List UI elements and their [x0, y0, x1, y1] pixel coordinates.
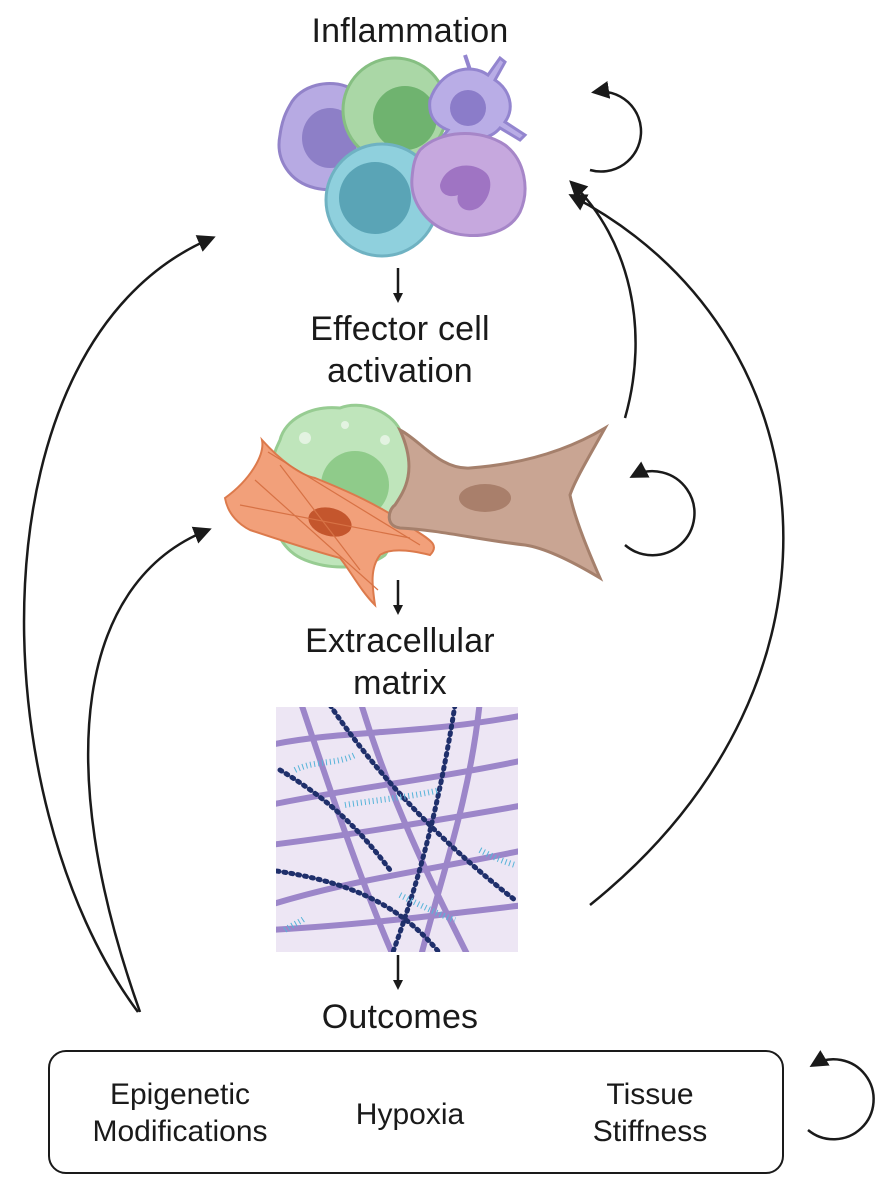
self-loop-arrows: [589, 81, 875, 1141]
ecm-title-line1: Extracellular: [305, 622, 495, 660]
hypoxia-text: Hypoxia: [355, 1098, 465, 1131]
tissue-stiffness-item: Tissue Stiffness: [550, 1076, 750, 1150]
inflammation-label: Inflammation: [240, 10, 580, 52]
stiffness-line2: Stiffness: [592, 1115, 708, 1148]
hypoxia-item: Hypoxia: [320, 1096, 500, 1133]
ecm-title-line2: matrix: [353, 664, 447, 702]
inflammation-title: Inflammation: [311, 12, 509, 50]
outcomes-title: Outcomes: [321, 998, 479, 1036]
epigenetic-line1: Epigenetic: [109, 1078, 251, 1111]
stiffness-line1: Tissue: [606, 1078, 694, 1111]
arrow-effector-to-inflammation-right: [569, 180, 637, 419]
arrow-outcomes-to-inflammation-left: [22, 235, 216, 1013]
outcomes-box: Epigenetic Modifications Hypoxia Tissue …: [48, 1050, 784, 1174]
extracellular-matrix-label: Extracellular matrix: [230, 620, 570, 704]
loop-outcomes-icon: [807, 1050, 875, 1141]
effector-cell-activation-label: Effector cell activation: [230, 308, 570, 392]
loop-inflammation-icon: [589, 81, 643, 173]
epigenetic-line2: Modifications: [92, 1115, 268, 1148]
extracellular-matrix-illustration: [276, 707, 518, 952]
loop-effector-icon: [624, 461, 696, 557]
immune-cells-illustration: [277, 54, 528, 258]
effector-title-line1: Effector cell: [310, 310, 490, 348]
arrow-ecm-to-inflammation-right: [568, 194, 785, 906]
effector-title-line2: activation: [327, 352, 473, 390]
dendritic-cell: [428, 54, 528, 153]
arrow-outcomes-to-effector-left: [86, 526, 212, 1013]
outcomes-label: Outcomes: [230, 996, 570, 1038]
epigenetic-modifications-item: Epigenetic Modifications: [70, 1076, 290, 1150]
feedback-arrows: [22, 180, 785, 1013]
effector-cells-illustration: [223, 403, 610, 608]
